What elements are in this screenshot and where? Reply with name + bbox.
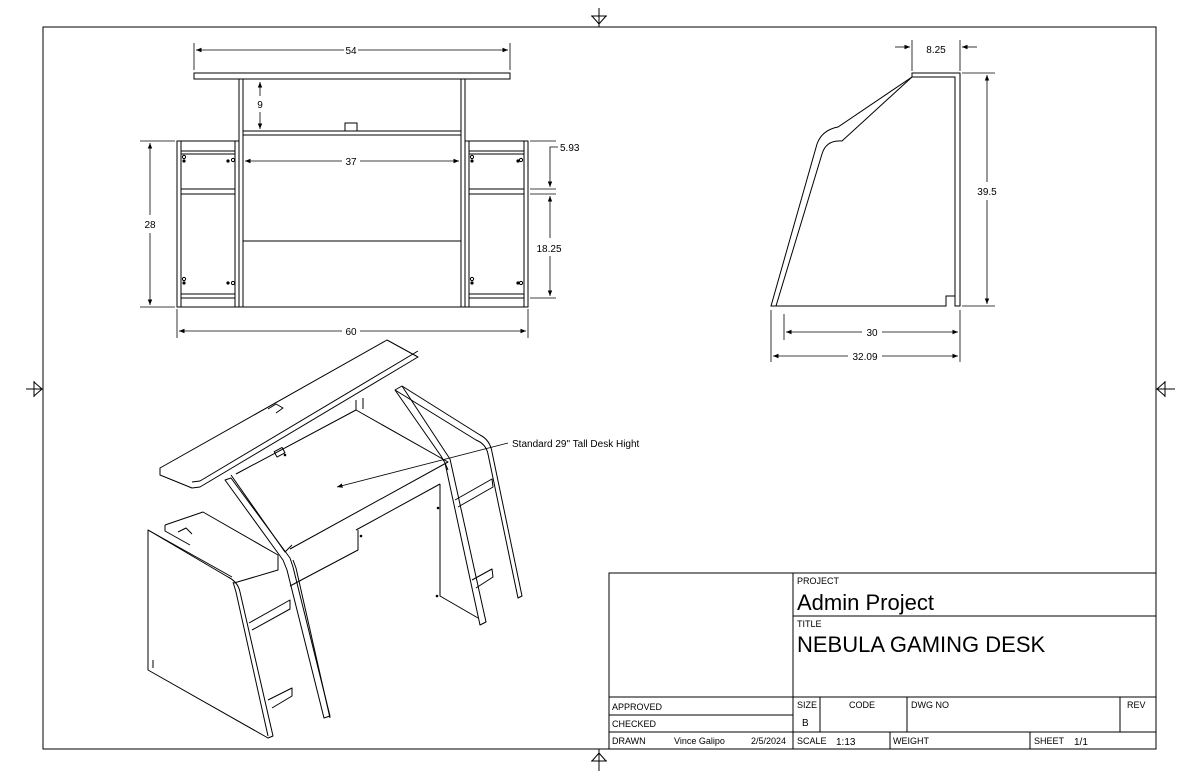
dim-shelf-gap: 5.93 (560, 143, 580, 154)
code-label: CODE (849, 700, 875, 710)
side-profile-outer (770, 72, 961, 307)
checked-label: CHECKED (612, 719, 657, 729)
front-left-cabinet (176, 140, 240, 308)
dim-inner-width: 37 (345, 157, 357, 168)
dim-overall-width: 60 (345, 327, 357, 338)
desk-height-callout: Standard 29" Tall Desk Hight (336, 439, 640, 488)
centering-mark-left (26, 381, 43, 397)
centering-mark-top (591, 8, 607, 27)
drawn-by: Vince Galipo (674, 736, 725, 746)
side-profile-inner (775, 76, 956, 307)
iso-fastener-dots (283, 453, 440, 598)
drawn-date: 2/5/2024 (751, 736, 786, 746)
dim-base-depth: 30 (866, 328, 878, 339)
side-view (770, 72, 961, 307)
sheet-label: SHEET (1034, 736, 1065, 746)
front-top-shelf (193, 72, 511, 80)
front-dimension-labels: 54 9 37 5.93 28 18.25 60 (144, 46, 579, 338)
title-block (608, 572, 1157, 750)
iso-left-panel (147, 529, 274, 739)
size-label: SIZE (797, 700, 817, 710)
scale-value: 1:13 (836, 737, 856, 748)
isometric-view (147, 339, 523, 739)
front-right-cabinet (464, 140, 529, 308)
side-dimension-labels: 8.25 39.5 30 32.09 (852, 45, 997, 363)
project-name: Admin Project (797, 590, 934, 615)
dim-overall-height: 39.5 (977, 187, 997, 198)
dwg-no-label: DWG NO (911, 700, 949, 710)
front-view (176, 72, 529, 308)
iso-desk-surface (235, 409, 449, 550)
centering-mark-right (1156, 381, 1175, 397)
dim-side-height: 28 (144, 220, 156, 231)
rev-label: REV (1127, 700, 1146, 710)
dim-riser-height: 9 (257, 100, 263, 111)
dim-shelf-height: 18.25 (536, 244, 561, 255)
centering-marks (26, 8, 1175, 771)
dim-top-width: 54 (345, 46, 357, 57)
scale-label: SCALE (797, 736, 827, 746)
sheet-value: 1/1 (1074, 737, 1088, 748)
iso-front-panel (224, 477, 331, 719)
front-dimensions (140, 43, 558, 338)
title-label: TITLE (797, 619, 822, 629)
title-block-text: PROJECT Admin Project TITLE NEBULA GAMIN… (612, 576, 1146, 748)
drawing-title: NEBULA GAMING DESK (797, 632, 1046, 657)
side-dimensions (770, 40, 995, 362)
iso-right-panel (394, 385, 523, 599)
project-label: PROJECT (797, 576, 840, 586)
dim-top-depth: 8.25 (926, 45, 946, 56)
dim-overall-depth: 32.09 (852, 352, 877, 363)
iso-top-shelf (159, 339, 419, 489)
size-value: B (802, 718, 809, 729)
drawn-label: DRAWN (612, 736, 646, 746)
centering-mark-bottom (591, 749, 607, 771)
approved-label: APPROVED (612, 702, 663, 712)
callout-text: Standard 29" Tall Desk Hight (512, 439, 640, 450)
weight-label: WEIGHT (893, 736, 929, 746)
